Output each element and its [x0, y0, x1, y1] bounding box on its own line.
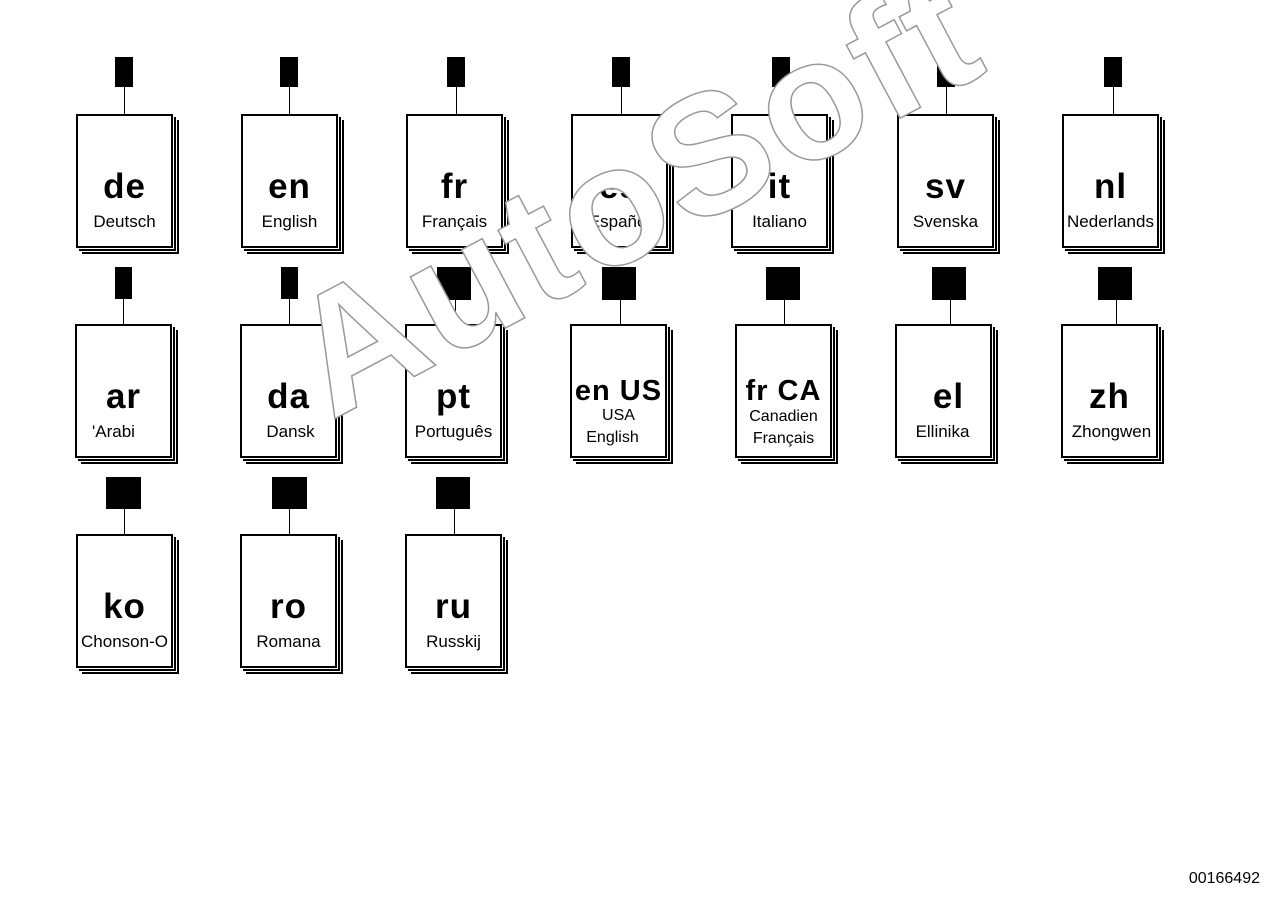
tag-marker [1104, 57, 1122, 87]
tag-marker [937, 57, 955, 87]
language-code: da [267, 377, 310, 416]
stem-line [124, 87, 125, 114]
stem-line [784, 300, 785, 324]
tag-marker [280, 57, 298, 87]
page-front [240, 534, 337, 668]
page-front [406, 114, 503, 248]
language-name: Russkij [426, 632, 481, 651]
stem-line [1116, 300, 1117, 324]
language-code: en US [574, 375, 663, 407]
tag-marker [115, 267, 132, 299]
language-name: Canadien [749, 408, 818, 425]
tag-marker [115, 57, 133, 87]
tag-marker [612, 57, 630, 87]
page-front [241, 114, 338, 248]
stem-line [455, 300, 456, 324]
tag-marker [602, 267, 636, 300]
page-front [240, 324, 337, 458]
language-name-line2: English [586, 429, 639, 446]
language-code: ru [435, 587, 472, 626]
page-front [570, 324, 667, 458]
page-front [1062, 114, 1159, 248]
language-code: nl [1093, 167, 1128, 206]
page-front [405, 324, 502, 458]
language-code: ro [270, 587, 307, 626]
language-name: Español [588, 212, 651, 231]
language-code: sv [925, 167, 966, 206]
language-name: Zhongwen [1071, 422, 1152, 441]
stem-line [123, 299, 124, 324]
page-front [895, 324, 992, 458]
page-front [735, 324, 832, 458]
language-code: de [103, 167, 146, 206]
language-name: Dansk [266, 422, 315, 441]
page-front [1061, 324, 1158, 458]
stem-line [1113, 87, 1114, 114]
page-front [571, 114, 668, 248]
page-front [897, 114, 994, 248]
language-code: en [268, 167, 311, 206]
language-code: pt [435, 377, 472, 416]
language-name: Chonson-O [81, 632, 168, 651]
tag-marker [447, 57, 465, 87]
tag-marker [772, 57, 790, 87]
stem-line [289, 87, 290, 114]
stem-line [289, 299, 290, 324]
language-name: Nederlands [1067, 212, 1154, 231]
tag-marker [932, 267, 966, 300]
language-name: English [261, 212, 318, 231]
language-code: ar [105, 377, 142, 416]
page-front [76, 114, 173, 248]
language-code: ko [103, 587, 146, 626]
page-front [75, 324, 172, 458]
language-name: Italiano [752, 212, 807, 231]
language-code: zh [1089, 377, 1130, 416]
language-code: el [932, 377, 965, 416]
stem-line [781, 87, 782, 114]
language-name: Deutsch [93, 212, 156, 231]
stem-line [454, 509, 455, 534]
language-code: fr CA [745, 375, 822, 407]
stem-line [950, 300, 951, 324]
page-front [405, 534, 502, 668]
language-name: Ellinika [915, 422, 970, 441]
language-code: es [599, 167, 640, 206]
stem-line [946, 87, 947, 114]
tag-marker [437, 267, 471, 300]
document-id: 00166492 [1188, 870, 1260, 887]
stem-line [456, 87, 457, 114]
tag-marker [436, 477, 470, 509]
language-name-line2: Français [752, 430, 815, 447]
stem-line [289, 509, 290, 534]
page-front [76, 534, 173, 668]
language-code: fr [440, 167, 469, 206]
language-name: Português [414, 422, 493, 441]
language-name: 'Arabi [92, 422, 135, 441]
stem-line [620, 300, 621, 324]
tag-marker [281, 267, 298, 299]
stem-line [124, 509, 125, 534]
language-code: it [767, 167, 792, 206]
tag-marker [1098, 267, 1132, 300]
tag-marker [272, 477, 307, 509]
language-name: USA [602, 407, 635, 424]
language-name: Romana [256, 632, 321, 651]
language-name: Français [421, 212, 488, 231]
tag-marker [766, 267, 800, 300]
tag-marker [106, 477, 141, 509]
page-front [731, 114, 828, 248]
language-name: Svenska [912, 212, 979, 231]
stem-line [621, 87, 622, 114]
